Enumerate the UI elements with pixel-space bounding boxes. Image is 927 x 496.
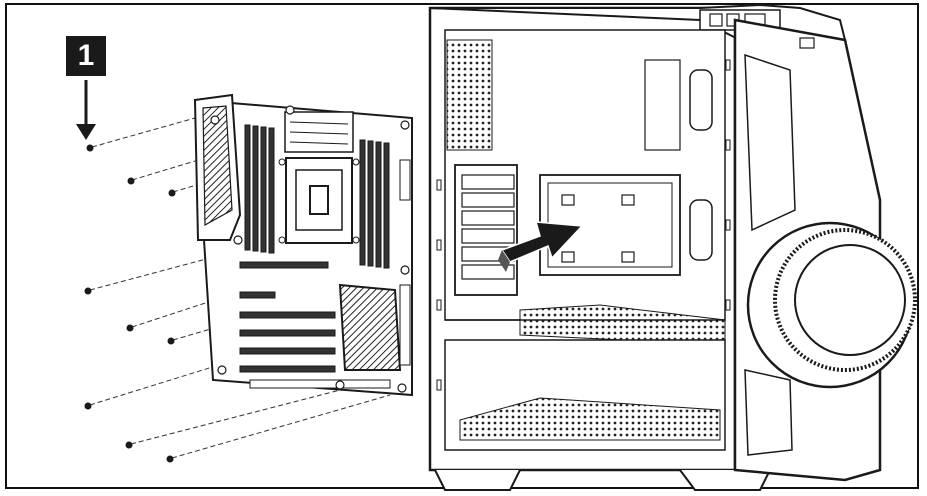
cpu-socket (278, 157, 360, 244)
pcie-slots (239, 261, 336, 373)
memory-slots-left (244, 124, 275, 254)
motherboard (193, 93, 413, 397)
down-arrow-icon (76, 80, 96, 140)
front-fan (746, 221, 917, 389)
memory-slots-right (359, 139, 390, 269)
expansion-brackets (454, 164, 518, 296)
rail-slots (436, 59, 731, 391)
mounting-holes (210, 105, 410, 393)
step-number-badge: 1 (66, 36, 106, 76)
pc-case (428, 3, 917, 491)
insert-direction-arrow-icon (498, 221, 584, 272)
screw-icons (84, 144, 176, 463)
